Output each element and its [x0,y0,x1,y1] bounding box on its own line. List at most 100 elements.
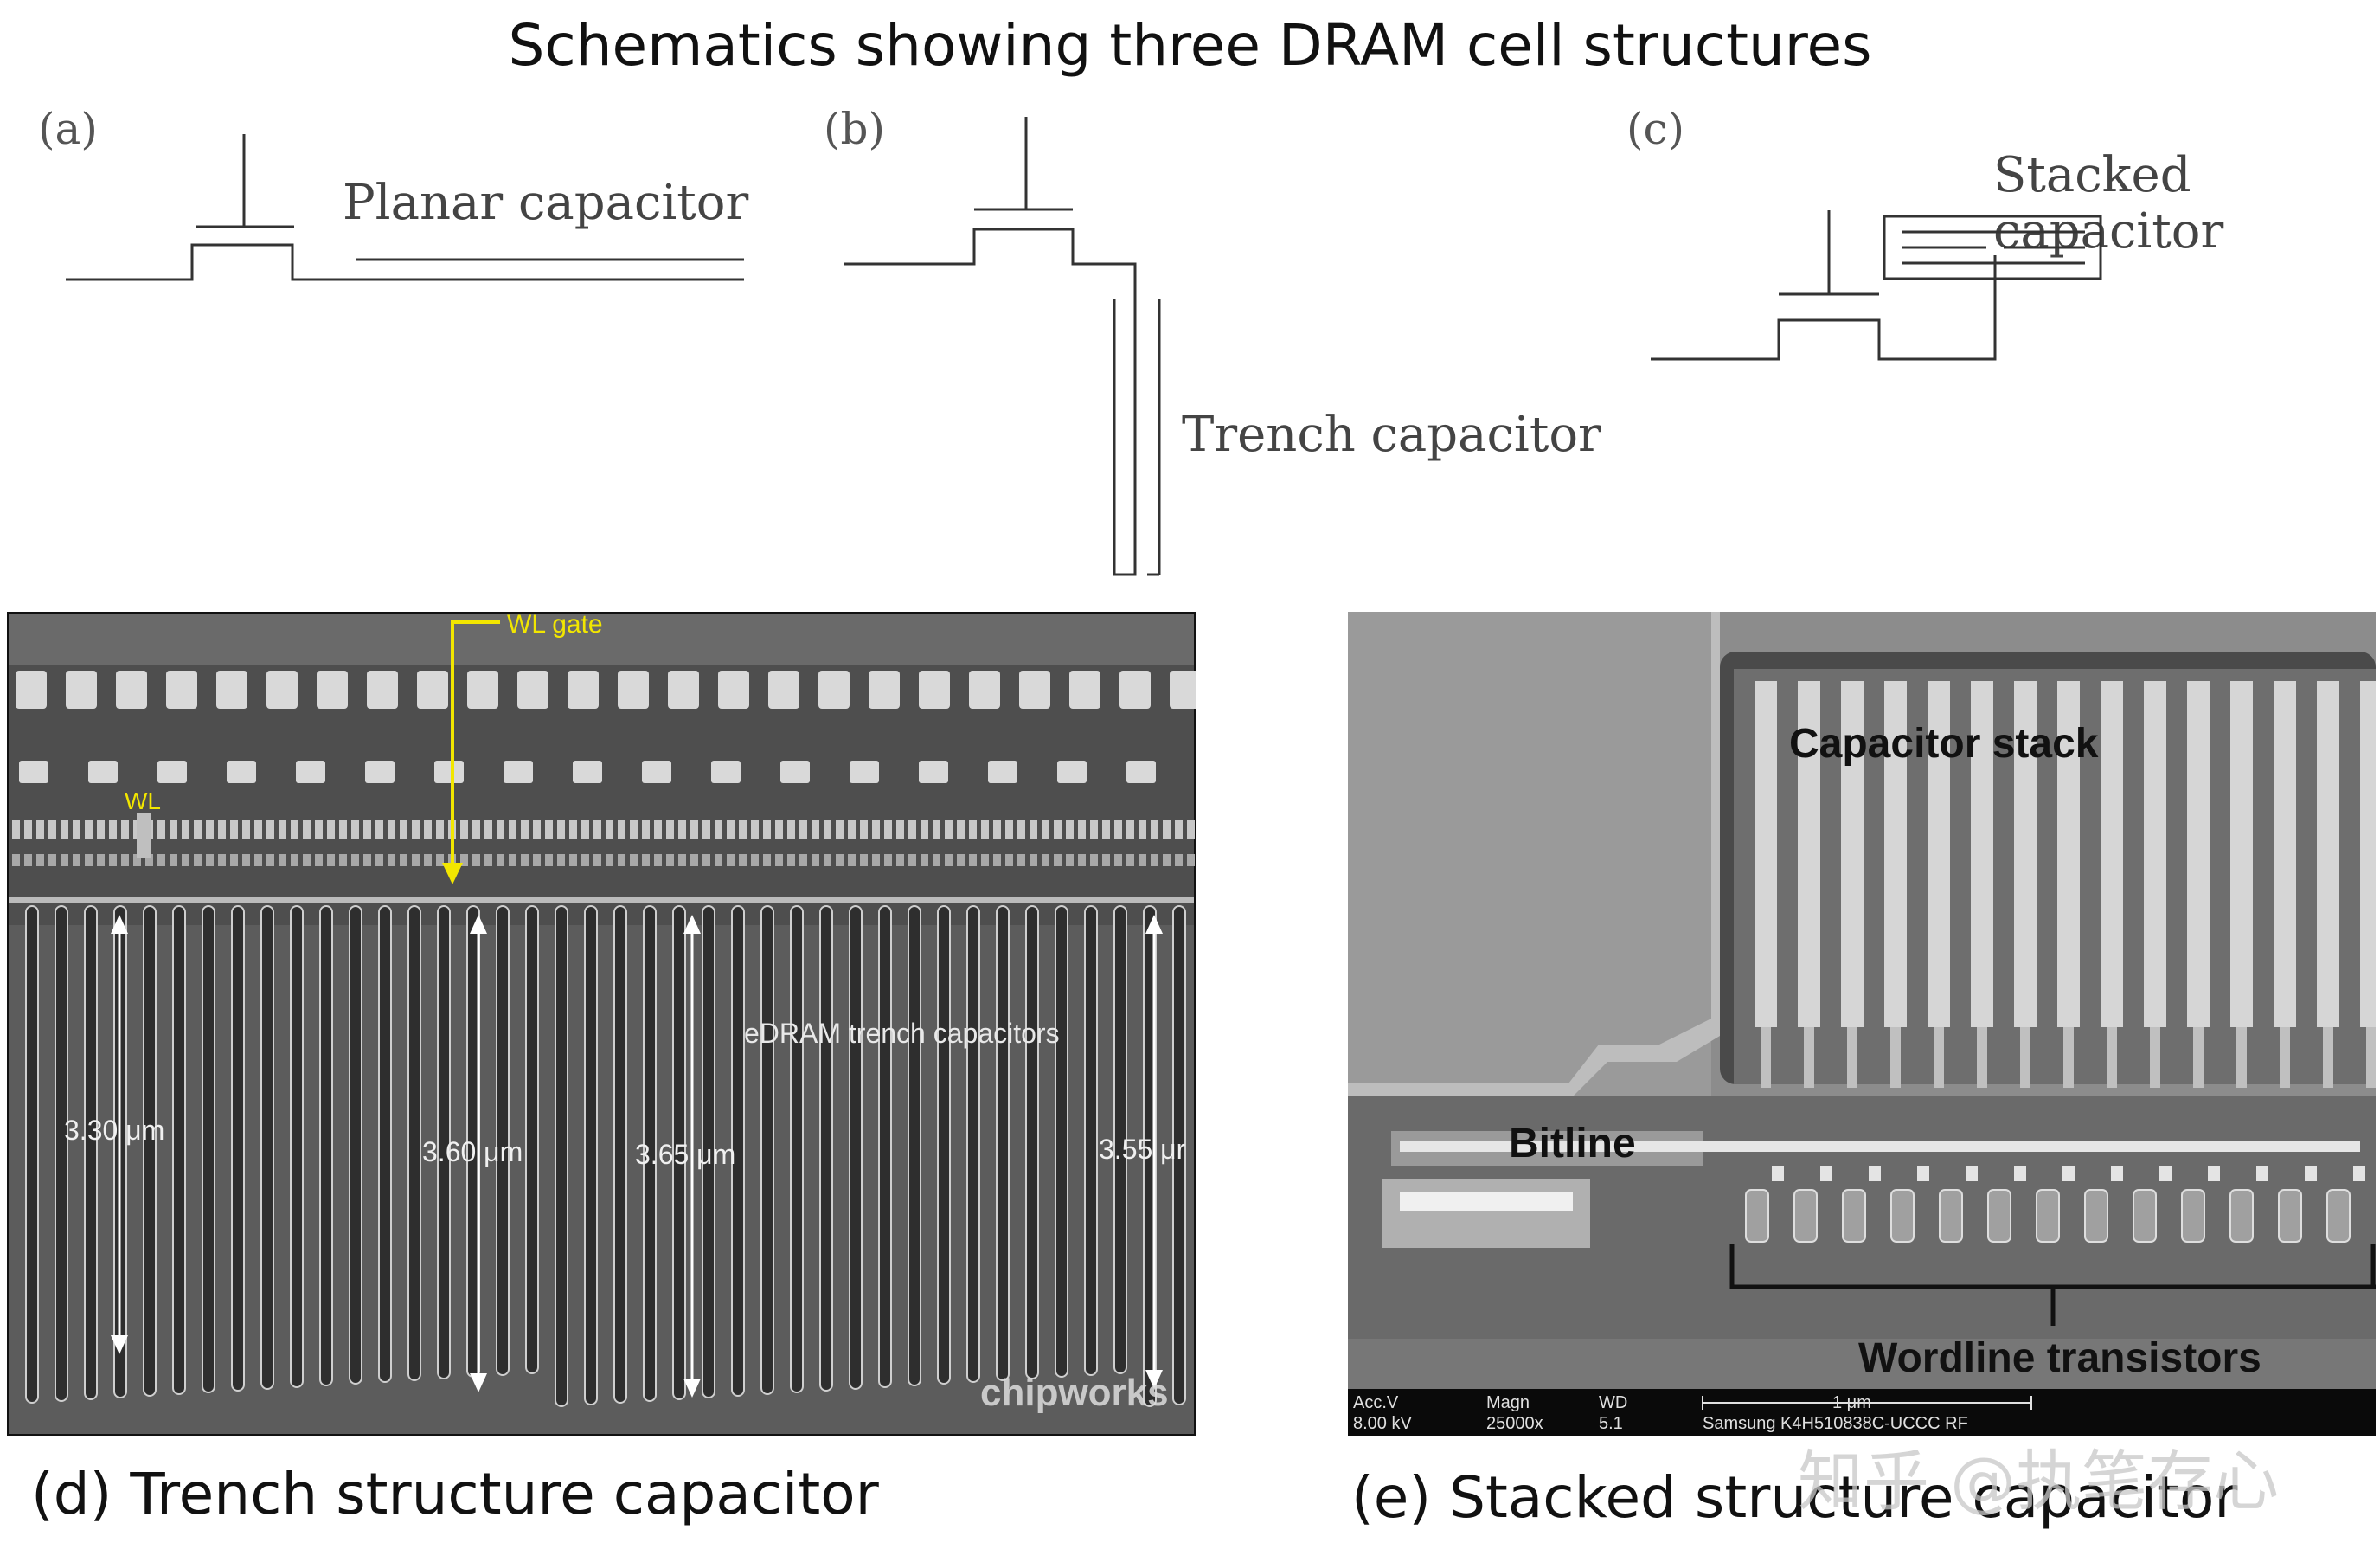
gate-finger [279,820,286,839]
contact-finger [763,854,771,866]
schematic-drawings [66,117,2102,576]
gate-finger [896,820,904,839]
metal-block [66,671,97,709]
via-block [227,761,256,783]
contact-finger [97,854,105,866]
gate-finger [424,820,432,839]
contact-finger [1175,854,1183,866]
via-block [88,761,118,783]
via-block [434,761,464,783]
metal-block [1170,671,1196,709]
gate-finger [460,820,468,839]
contact-finger [157,854,165,866]
contact-finger [388,854,395,866]
metal-block [116,671,147,709]
gate-finger [1066,820,1074,839]
contact-finger [61,854,68,866]
edram-label: eDRAM trench capacitors [744,1018,1060,1049]
contact-finger [1078,854,1086,866]
contact-finger [884,854,892,866]
contact-finger [1139,854,1146,866]
metal-block [266,671,298,709]
bitline-trace [1400,1141,2360,1152]
wl-gate-arrowhead [442,863,463,884]
gate-finger [254,820,262,839]
caption-d: (d) Trench structure capacitor [31,1461,879,1527]
contact-finger [702,854,710,866]
trench-column [143,905,157,1397]
contact-finger [751,854,759,866]
contact-finger [109,854,117,866]
wl-gate-label: WL gate [507,612,603,639]
contact-finger [1042,854,1049,866]
gate-finger [85,820,93,839]
gate-finger [1078,820,1086,839]
wordline-transistor [1939,1189,1963,1243]
gate-finger [630,820,638,839]
substrate-line [9,897,1194,903]
contact-finger [85,854,93,866]
metal-block [568,671,599,709]
contact-finger [1017,854,1025,866]
gate-finger [206,820,214,839]
pillar-stem [2150,1027,2160,1088]
trench-column [966,905,980,1383]
contact-finger [133,854,141,866]
gate-finger [1163,820,1171,839]
metal-block [1019,671,1050,709]
wordline-transistor [1745,1189,1769,1243]
bitline-contact [1966,1166,1978,1181]
contact-finger [1102,854,1110,866]
gate-finger [981,820,989,839]
gate-finger [872,820,880,839]
contact-finger [945,854,953,866]
bitline-contact [1869,1166,1881,1181]
wordline-transistor [2181,1189,2205,1243]
gate-finger [1126,820,1134,839]
bitline-contact [2111,1166,2123,1181]
contact-finger [908,854,916,866]
contact-finger [896,854,904,866]
contact-finger [24,854,32,866]
contact-finger [1066,854,1074,866]
gate-finger [593,820,601,839]
trench-column [25,905,39,1404]
gate-finger [24,820,32,839]
metal-block [969,671,1000,709]
contact-finger [933,854,940,866]
gate-finger [933,820,940,839]
trench-capacitor-label: Trench capacitor [1182,407,1601,463]
gate-finger [230,820,238,839]
gate-finger [1187,820,1195,839]
gate-finger [678,820,686,839]
gate-finger [472,820,480,839]
wordline-transistor [2278,1189,2302,1243]
trench-sem-photo: WL gate WL eDRAM trench capacitors 3.30 … [7,612,1196,1436]
gate-finger [1102,820,1110,839]
metal-block [668,671,699,709]
trench-column [378,905,392,1383]
contact-finger [739,854,747,866]
contact-finger [327,854,335,866]
gate-finger [218,820,226,839]
measure-arrow-top [1145,915,1163,934]
bitline-label: Bitline [1509,1121,1636,1167]
contact-finger [1054,854,1062,866]
pillar-stem [1804,1027,1814,1088]
gate-finger [836,820,844,839]
scale-bar [1702,1396,2032,1410]
pillar-stem [2236,1027,2247,1088]
capacitor-pillar [1798,681,1820,1027]
gate-finger [606,820,613,839]
bitline-contact [1917,1166,1929,1181]
gate-finger [12,820,20,839]
trench-column [231,905,245,1392]
trench-column [996,905,1010,1381]
contact-finger [1030,854,1037,866]
wordline-transistors-label: Wordline transistors [1858,1335,2261,1381]
gate-finger [824,820,831,839]
measure-arrow-top [470,915,487,934]
metal-block [367,671,398,709]
gate-finger [36,820,44,839]
gate-finger [690,820,698,839]
